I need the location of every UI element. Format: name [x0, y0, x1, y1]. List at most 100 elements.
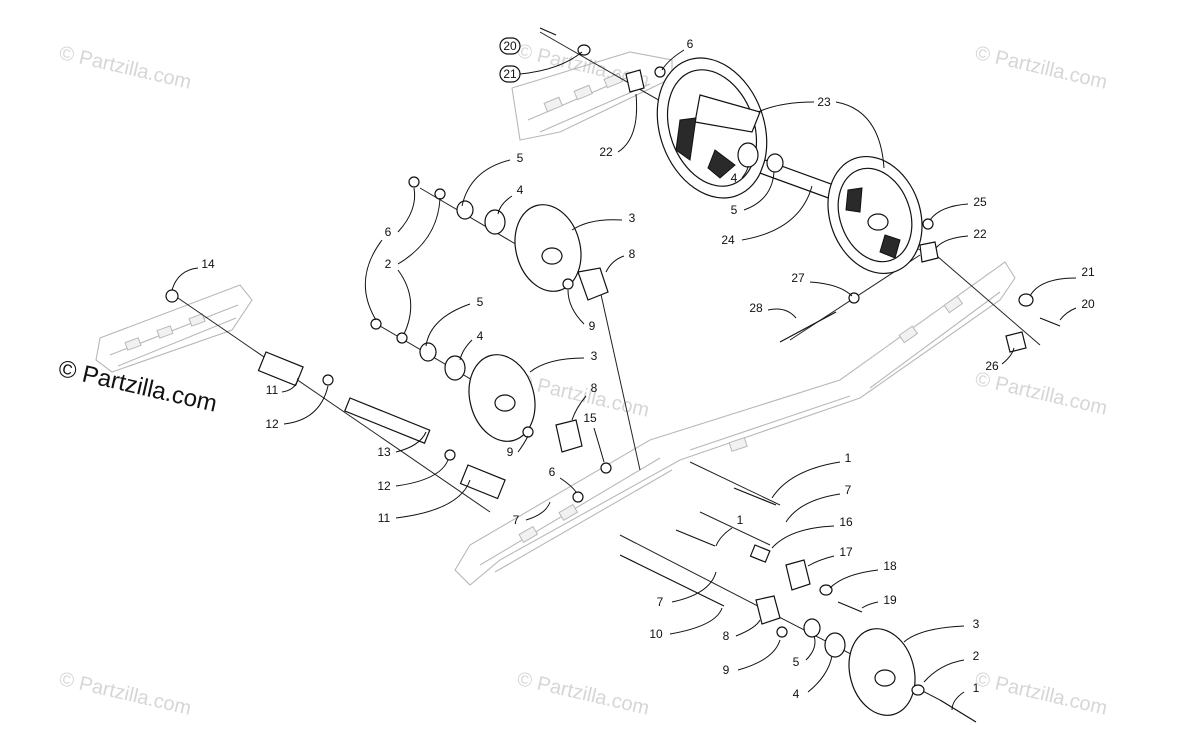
- callout-22-top: 22: [599, 93, 638, 159]
- svg-text:9: 9: [723, 663, 730, 677]
- callout-7-a: 7: [513, 501, 551, 527]
- svg-text:23: 23: [817, 95, 831, 109]
- svg-text:8: 8: [591, 381, 598, 395]
- svg-text:17: 17: [839, 545, 853, 559]
- callout-11-b: 11: [378, 479, 471, 525]
- svg-text:6: 6: [385, 225, 392, 239]
- svg-text:1: 1: [737, 513, 744, 527]
- callout-16: 16: [771, 515, 853, 549]
- callout-2-right: 2: [923, 649, 980, 683]
- svg-text:5: 5: [517, 151, 524, 165]
- svg-text:9: 9: [507, 445, 514, 459]
- svg-text:3: 3: [591, 349, 598, 363]
- callout-10: 10: [649, 607, 723, 641]
- callout-21: 21: [499, 51, 583, 83]
- callout-21-right: 21: [1029, 265, 1095, 297]
- svg-text:1: 1: [845, 451, 852, 465]
- svg-text:27: 27: [791, 271, 805, 285]
- callout-4-c: 4: [731, 165, 749, 185]
- callout-1-b: 1: [715, 513, 744, 547]
- callout-26: 26: [985, 347, 1015, 373]
- idler-wheel-lower: [848, 628, 916, 716]
- spacers: [257, 351, 771, 563]
- callout-2-left: 2: [385, 197, 441, 335]
- upper-left-rail: [511, 51, 673, 141]
- svg-text:13: 13: [377, 445, 391, 459]
- callout-8-b: 8: [571, 381, 598, 421]
- svg-text:10: 10: [649, 627, 663, 641]
- svg-text:20: 20: [1081, 297, 1095, 311]
- main-rail: [454, 261, 1016, 586]
- callout-15: 15: [583, 411, 605, 463]
- callout-25: 25: [929, 195, 987, 221]
- svg-text:5: 5: [477, 295, 484, 309]
- callout-20-right: 20: [1059, 297, 1095, 321]
- callout-5-a: 5: [461, 151, 524, 207]
- svg-text:12: 12: [377, 479, 391, 493]
- svg-text:4: 4: [477, 329, 484, 343]
- callout-8-a: 8: [605, 247, 636, 273]
- callout-7-c: 7: [657, 571, 717, 609]
- callout-27: 27: [791, 271, 853, 297]
- svg-text:8: 8: [629, 247, 636, 261]
- svg-text:6: 6: [549, 465, 556, 479]
- svg-text:18: 18: [883, 559, 897, 573]
- callout-4-d: 4: [793, 655, 833, 701]
- svg-text:21: 21: [1081, 265, 1095, 279]
- callout-7-b: 7: [785, 483, 852, 523]
- left-rail: [95, 284, 253, 373]
- svg-text:28: 28: [749, 301, 763, 315]
- callout-23: 23: [757, 95, 885, 169]
- assembly-lines: [177, 31, 1041, 701]
- callout-18: 18: [829, 559, 897, 589]
- callout-3-b: 3: [529, 349, 598, 373]
- svg-text:7: 7: [845, 483, 852, 497]
- svg-text:3: 3: [629, 211, 636, 225]
- svg-text:6: 6: [687, 37, 694, 51]
- callout-8-c: 8: [723, 619, 761, 643]
- svg-text:11: 11: [378, 511, 391, 525]
- callout-1-a: 1: [771, 451, 852, 499]
- svg-text:2: 2: [385, 257, 392, 271]
- callout-19: 19: [861, 593, 897, 609]
- lower-wheel: [827, 155, 923, 275]
- brackets: [555, 69, 1027, 625]
- svg-text:4: 4: [517, 183, 524, 197]
- callout-3-c: 3: [903, 617, 980, 643]
- callout-5-b: 5: [425, 295, 484, 347]
- callout-17: 17: [807, 545, 853, 567]
- svg-text:4: 4: [731, 171, 738, 185]
- svg-text:22: 22: [599, 145, 613, 159]
- callout-4-a: 4: [497, 183, 524, 215]
- upper-wheel: [656, 57, 768, 199]
- callout-13: 13: [377, 431, 427, 459]
- callout-12-a: 12: [265, 385, 329, 431]
- callout-6-mid: 6: [549, 465, 577, 493]
- idler-wheel-middle: [468, 354, 536, 442]
- svg-text:9: 9: [589, 319, 596, 333]
- svg-text:11: 11: [266, 383, 279, 397]
- svg-text:8: 8: [723, 629, 730, 643]
- callout-9-a: 9: [567, 289, 596, 333]
- callout-5-c: 5: [731, 171, 775, 217]
- svg-text:7: 7: [657, 595, 664, 609]
- bearings: [322, 44, 1034, 696]
- idler-wheel-upper: [514, 204, 582, 292]
- svg-text:5: 5: [731, 203, 738, 217]
- svg-text:14: 14: [201, 257, 215, 271]
- callout-9-c: 9: [723, 639, 781, 677]
- nuts: [165, 66, 934, 638]
- callout-12-b: 12: [377, 459, 449, 493]
- callout-11-a: 11: [266, 377, 299, 397]
- callout-1-c: 1: [951, 681, 980, 711]
- svg-text:22: 22: [973, 227, 987, 241]
- callout-6-left: 6: [364, 187, 416, 321]
- callout-20: 20: [499, 37, 521, 55]
- svg-text:3: 3: [973, 617, 980, 631]
- svg-text:26: 26: [985, 359, 999, 373]
- svg-text:2: 2: [973, 649, 980, 663]
- callouts: 20 21 6 23 22 5: [171, 37, 1095, 711]
- callout-22-right: 22: [935, 227, 987, 249]
